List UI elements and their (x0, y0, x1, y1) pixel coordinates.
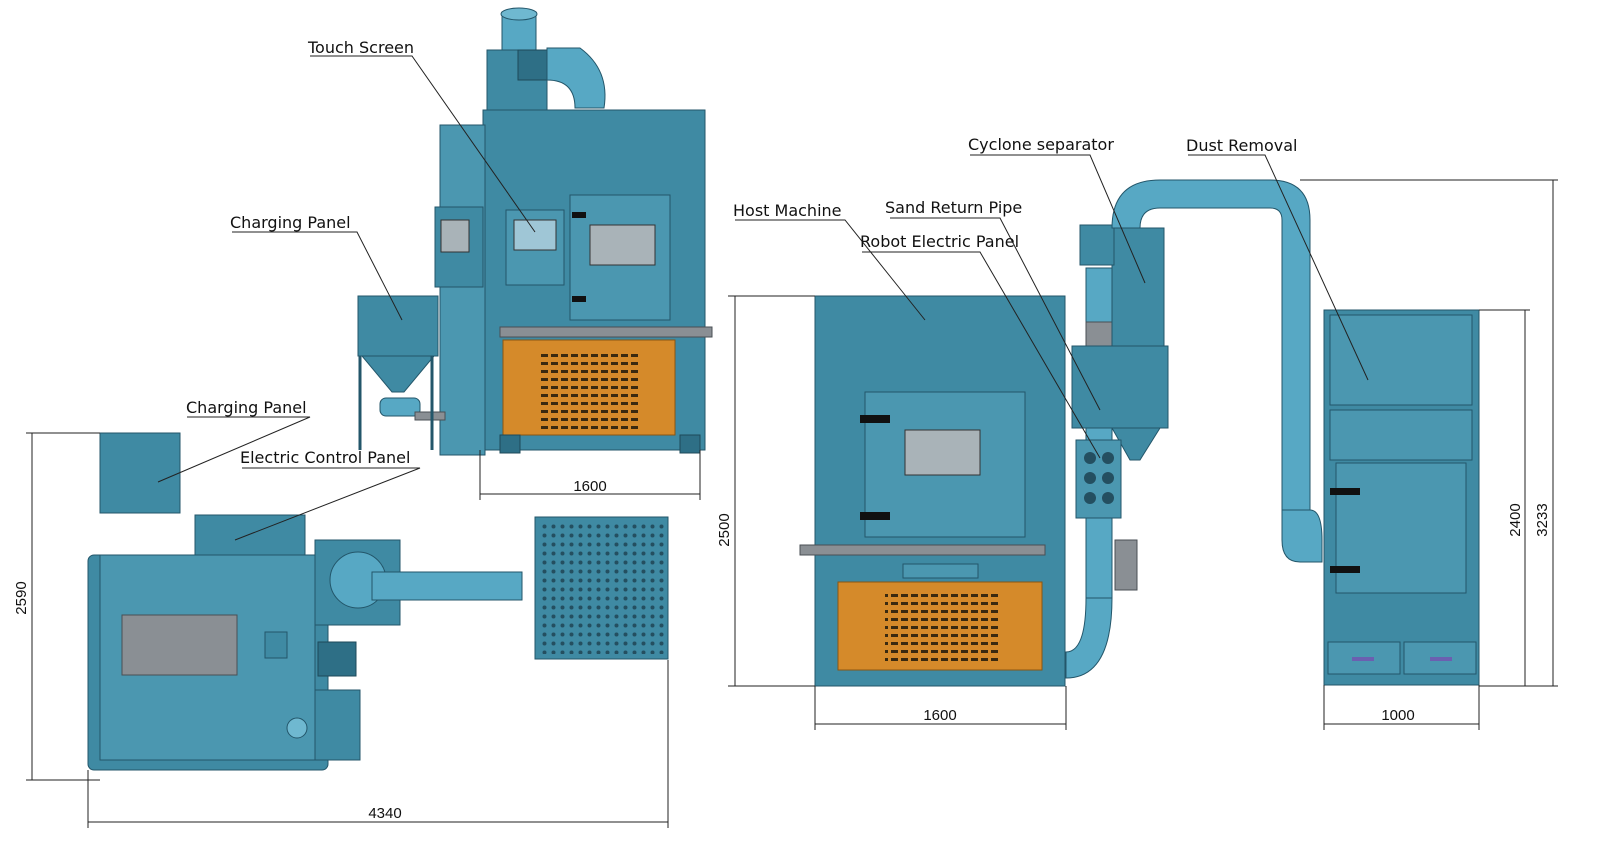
label-sand-return-pipe: Sand Return Pipe (885, 198, 1022, 217)
dust-height-dimension: 2400 (1479, 309, 1530, 687)
label-host-machine: Host Machine (733, 201, 842, 220)
side-view-dust-removal (1323, 309, 1480, 686)
label-electric-control-panel: Electric Control Panel (240, 448, 410, 467)
dust-width-label: 1000 (1381, 707, 1414, 724)
dust-height-label: 2400 (1507, 503, 1524, 536)
side-width-label: 1600 (923, 707, 956, 724)
side-view-cyclone (1065, 179, 1323, 679)
label-touch-screen: Touch Screen (307, 38, 414, 57)
total-height-label: 3233 (1534, 503, 1551, 536)
label-charging-panel-top: Charging Panel (186, 398, 307, 417)
label-dust-removal: Dust Removal (1186, 136, 1298, 155)
front-width-dimension: 1600 (479, 450, 701, 500)
front-width-label: 1600 (573, 478, 606, 495)
label-robot-electric-panel: Robot Electric Panel (860, 232, 1019, 251)
top-width-dimension: 4340 (87, 660, 669, 828)
side-height-dimension: 2500 (716, 295, 815, 687)
total-height-dimension: 3233 (1300, 179, 1558, 687)
side-width-dimension: 1600 (814, 686, 1067, 730)
label-charging-panel-front: Charging Panel (230, 213, 351, 232)
label-cyclone-separator: Cyclone separator (968, 135, 1114, 154)
callout-leaders (157, 55, 1369, 541)
top-height-label: 2590 (13, 581, 30, 614)
front-view-machine (357, 7, 713, 456)
top-width-label: 4340 (368, 805, 401, 822)
side-height-label: 2500 (716, 513, 733, 546)
dust-width-dimension: 1000 (1323, 685, 1480, 730)
side-view-host-machine (799, 295, 1066, 687)
top-view-machine (87, 432, 669, 771)
top-height-dimension: 2590 (13, 432, 100, 781)
